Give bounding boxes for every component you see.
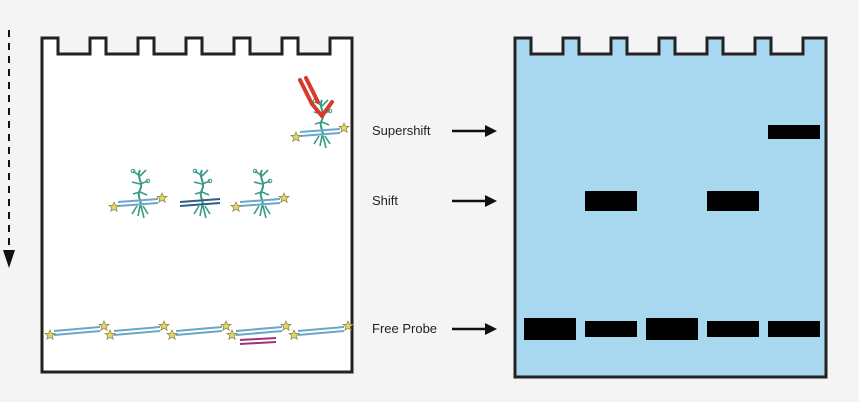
shift-band-lane-4 [707,191,759,211]
free-probe-band-lane-1 [524,318,576,340]
right-arrow-icon [452,323,497,335]
label-free-probe: Free Probe [372,321,438,336]
bands [524,125,820,340]
free-probe-band-lane-2 [585,321,637,337]
label-supershift: Supershift [372,123,431,138]
free-probe-band-lane-3 [646,318,698,340]
right-arrow-icon [452,125,497,137]
label-shift: Shift [372,193,399,208]
schematic-gel [40,36,353,374]
free-probe-band-lane-4 [707,321,759,337]
supershift-band-lane-5 [768,125,820,139]
gel-outline-result [513,36,828,379]
label-arrows [452,125,497,335]
complex-lane-3 [179,168,221,219]
right-arrow-icon [452,195,497,207]
free-probe-band-lane-5 [768,321,820,337]
dashed-down-arrow-icon [3,30,15,268]
result-gel [513,36,828,379]
shift-band-lane-2 [585,191,637,211]
antibody-icon [298,76,334,118]
complex-lane-5-with-antibody [291,76,349,148]
probe-lane-4-with-competitor [227,321,291,345]
